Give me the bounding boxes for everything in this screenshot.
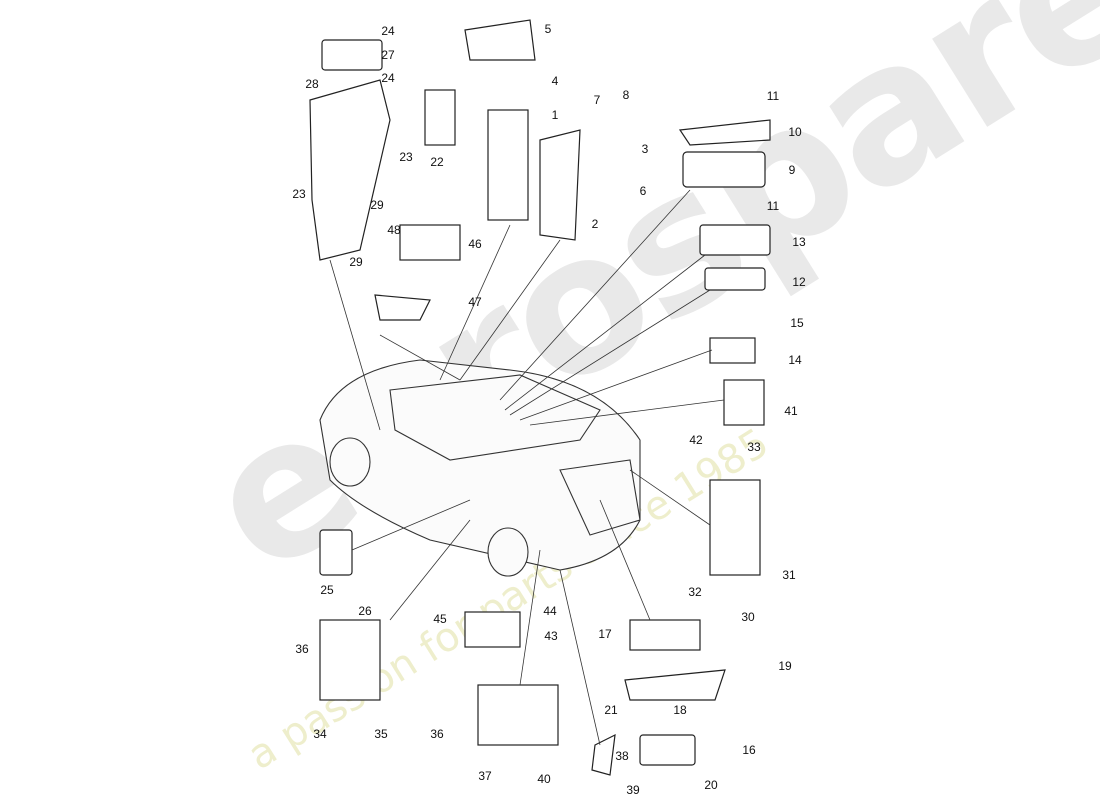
- callout-29[interactable]: 29: [349, 255, 363, 269]
- callout-2[interactable]: 2: [591, 217, 599, 231]
- callout-11[interactable]: 11: [766, 199, 780, 213]
- callout-24[interactable]: 24: [381, 24, 395, 38]
- callout-21[interactable]: 21: [604, 703, 618, 717]
- callout-28[interactable]: 28: [305, 77, 319, 91]
- callout-8[interactable]: 8: [622, 88, 630, 102]
- callout-34[interactable]: 34: [313, 727, 327, 741]
- callout-40[interactable]: 40: [537, 772, 551, 786]
- callout-18[interactable]: 18: [673, 703, 687, 717]
- callout-48[interactable]: 48: [387, 223, 401, 237]
- callout-11[interactable]: 11: [766, 89, 780, 103]
- callout-29[interactable]: 29: [370, 198, 384, 212]
- callout-5[interactable]: 5: [544, 22, 552, 36]
- callout-37[interactable]: 37: [478, 769, 492, 783]
- callout-36[interactable]: 36: [430, 727, 444, 741]
- callout-38[interactable]: 38: [615, 749, 629, 763]
- callout-7[interactable]: 7: [593, 93, 601, 107]
- callout-36[interactable]: 36: [295, 642, 309, 656]
- callout-27[interactable]: 27: [381, 48, 395, 62]
- callout-33[interactable]: 33: [747, 440, 761, 454]
- parts: [309, 19, 771, 776]
- callout-9[interactable]: 9: [788, 163, 796, 177]
- callout-15[interactable]: 15: [790, 316, 804, 330]
- callout-35[interactable]: 35: [374, 727, 388, 741]
- callout-23[interactable]: 23: [292, 187, 306, 201]
- callout-39[interactable]: 39: [626, 783, 640, 797]
- callout-43[interactable]: 43: [544, 629, 558, 643]
- callout-10[interactable]: 10: [788, 125, 802, 139]
- callout-14[interactable]: 14: [788, 353, 802, 367]
- callout-12[interactable]: 12: [792, 275, 806, 289]
- callout-22[interactable]: 22: [430, 155, 444, 169]
- leader-lines: [329, 189, 725, 746]
- callout-1[interactable]: 1: [551, 108, 559, 122]
- callout-32[interactable]: 32: [688, 585, 702, 599]
- callout-31[interactable]: 31: [782, 568, 796, 582]
- callout-23[interactable]: 23: [399, 150, 413, 164]
- callout-42[interactable]: 42: [689, 433, 703, 447]
- callout-20[interactable]: 20: [704, 778, 718, 792]
- callout-3[interactable]: 3: [641, 142, 649, 156]
- callout-25[interactable]: 25: [320, 583, 334, 597]
- callout-16[interactable]: 16: [742, 743, 756, 757]
- vehicle-illustration: [319, 359, 641, 577]
- callout-41[interactable]: 41: [784, 404, 798, 418]
- callout-17[interactable]: 17: [598, 627, 612, 641]
- callout-24[interactable]: 24: [381, 71, 395, 85]
- callout-44[interactable]: 44: [543, 604, 557, 618]
- callout-46[interactable]: 46: [468, 237, 482, 251]
- callout-30[interactable]: 30: [741, 610, 755, 624]
- callout-4[interactable]: 4: [551, 74, 559, 88]
- callout-13[interactable]: 13: [792, 235, 806, 249]
- callout-6[interactable]: 6: [639, 184, 647, 198]
- callout-47[interactable]: 47: [468, 295, 482, 309]
- callout-45[interactable]: 45: [433, 612, 447, 626]
- callout-26[interactable]: 26: [358, 604, 372, 618]
- callout-19[interactable]: 19: [778, 659, 792, 673]
